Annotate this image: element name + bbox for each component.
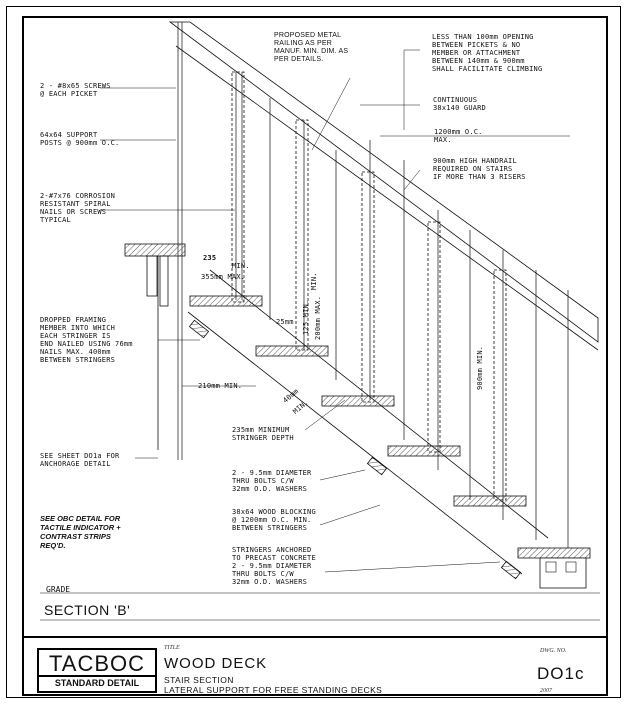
dim-tread-max: 355mm MAX. xyxy=(201,273,246,281)
tacboc-logo: TACBOC STANDARD DETAIL xyxy=(37,648,157,693)
note-blocking: 38x64 WOOD BLOCKING @ 1200mm O.C. MIN. B… xyxy=(232,508,316,532)
dim-rise-min: MIN. xyxy=(310,272,318,290)
dwg-number: DO1c xyxy=(537,664,585,683)
logo-subtitle: STANDARD DETAIL xyxy=(39,675,155,691)
note-anchored: STRINGERS ANCHORED TO PRECAST CONCRETE 2… xyxy=(232,546,316,586)
note-framing: DROPPED FRAMING MEMBER INTO WHICH EACH S… xyxy=(40,316,133,364)
tread-1 xyxy=(189,295,263,307)
note-nails: 2-#7x76 CORROSION RESISTANT SPIRAL NAILS… xyxy=(40,192,116,224)
pickets xyxy=(177,22,569,548)
dwg-caption: DWG. NO. xyxy=(540,648,567,654)
dim-nosing: 25mm xyxy=(276,318,294,326)
note-guard: CONTINUOUS 38x140 GUARD xyxy=(433,96,486,112)
title-block-divider xyxy=(22,636,608,638)
note-railing: PROPOSED METAL RAILING AS PER MANUF. MIN… xyxy=(274,32,349,63)
note-stringer-depth: 235mm MINIMUM STRINGER DEPTH xyxy=(232,426,294,442)
note-anchorage: SEE SHEET DO1a FOR ANCHORAGE DETAIL xyxy=(40,452,120,468)
sheet-outer-border xyxy=(6,6,621,698)
note-obc: SEE OBC DETAIL FOR TACTILE INDICATOR + C… xyxy=(40,514,121,550)
stringer-bottom xyxy=(187,311,523,575)
drawing-year: 2007 xyxy=(540,688,552,694)
dim-tread-min: 235 xyxy=(203,254,217,262)
dim-tread-min-label: MIN. xyxy=(232,262,250,270)
guard-rail-line xyxy=(175,45,599,351)
note-handrail: 900mm HIGH HANDRAIL REQUIRED ON STAIRS I… xyxy=(433,157,526,181)
tread-2 xyxy=(255,345,329,357)
note-screws: 2 - #8x65 SCREWS @ EACH PICKET xyxy=(40,82,111,98)
drawing-subtitle-2: LATERAL SUPPORT FOR FREE STANDING DECKS xyxy=(164,685,383,695)
note-spacing: 1200mm O.C. MAX. xyxy=(434,128,483,144)
section-label: SECTION 'B' xyxy=(44,602,131,618)
note-support-posts: 64x64 SUPPORT POSTS @ 900mm O.C. xyxy=(40,131,120,147)
tread-5 xyxy=(453,495,527,507)
concrete-footing xyxy=(539,557,587,589)
logo-name: TACBOC xyxy=(48,651,146,676)
tread-4 xyxy=(387,445,461,457)
dim-rail-height: 900mm MIN. xyxy=(476,345,484,390)
drawing-title: WOOD DECK xyxy=(164,655,268,672)
dim-run-min: 210mm MIN. xyxy=(198,382,243,390)
note-bolts: 2 - 9.5mm DIAMETER THRU BOLTS C/W 32mm O… xyxy=(232,469,312,493)
dim-riser-min: 125 MIN. xyxy=(302,299,310,335)
drawing-subtitle-1: STAIR SECTION xyxy=(164,675,234,685)
deck-post xyxy=(146,255,158,297)
deck-joist xyxy=(124,243,186,257)
title-caption: TITLE xyxy=(164,645,180,651)
note-opening: LESS THAN 100mm OPENING BETWEEN PICKETS … xyxy=(432,33,543,73)
blocking xyxy=(188,319,522,580)
leader-lines xyxy=(100,49,570,573)
deck-beam xyxy=(159,255,169,307)
dim-riser-max: 200mm MAX. xyxy=(314,295,322,340)
guard-rail-top xyxy=(168,21,599,343)
tread-6 xyxy=(517,547,591,559)
treads xyxy=(189,295,591,559)
tread-3 xyxy=(321,395,395,407)
sheet-inner-border xyxy=(22,16,608,696)
grade-label: GRADE xyxy=(46,585,71,594)
